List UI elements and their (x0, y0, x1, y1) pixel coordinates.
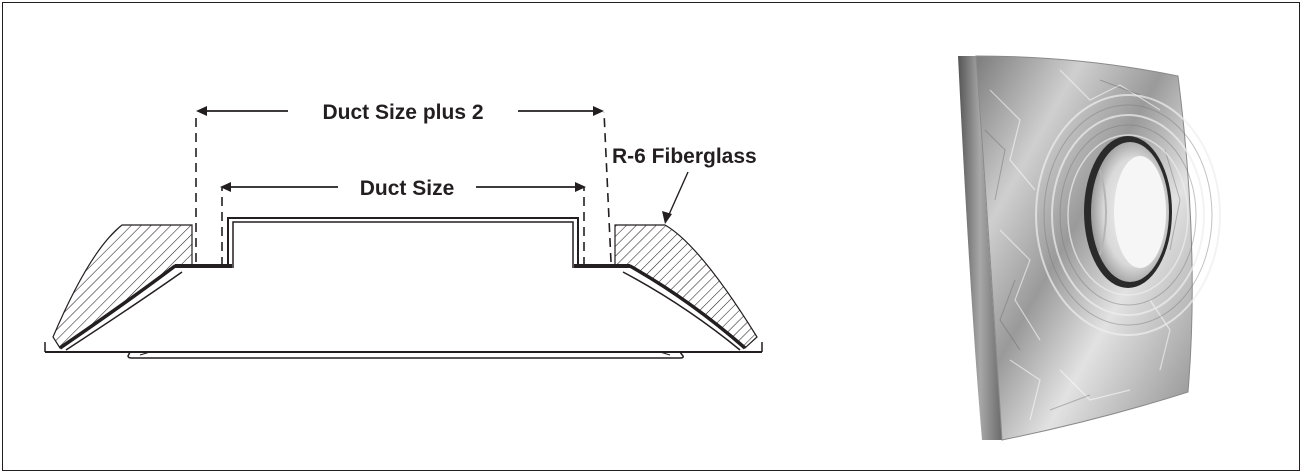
diffuser-body (44, 217, 763, 359)
dimension-duct-size (220, 182, 586, 266)
insulation-right (614, 224, 758, 349)
dimension-duct-size-plus (195, 106, 612, 263)
insulation-leader: R-6 Fiberglass (612, 145, 757, 224)
insulation-left (52, 224, 193, 349)
label-insulation: R-6 Fiberglass (612, 145, 757, 168)
label-duct-size-plus: Duct Size plus 2 (322, 101, 483, 124)
label-duct-size: Duct Size (360, 177, 455, 200)
product-photo (958, 55, 1221, 441)
